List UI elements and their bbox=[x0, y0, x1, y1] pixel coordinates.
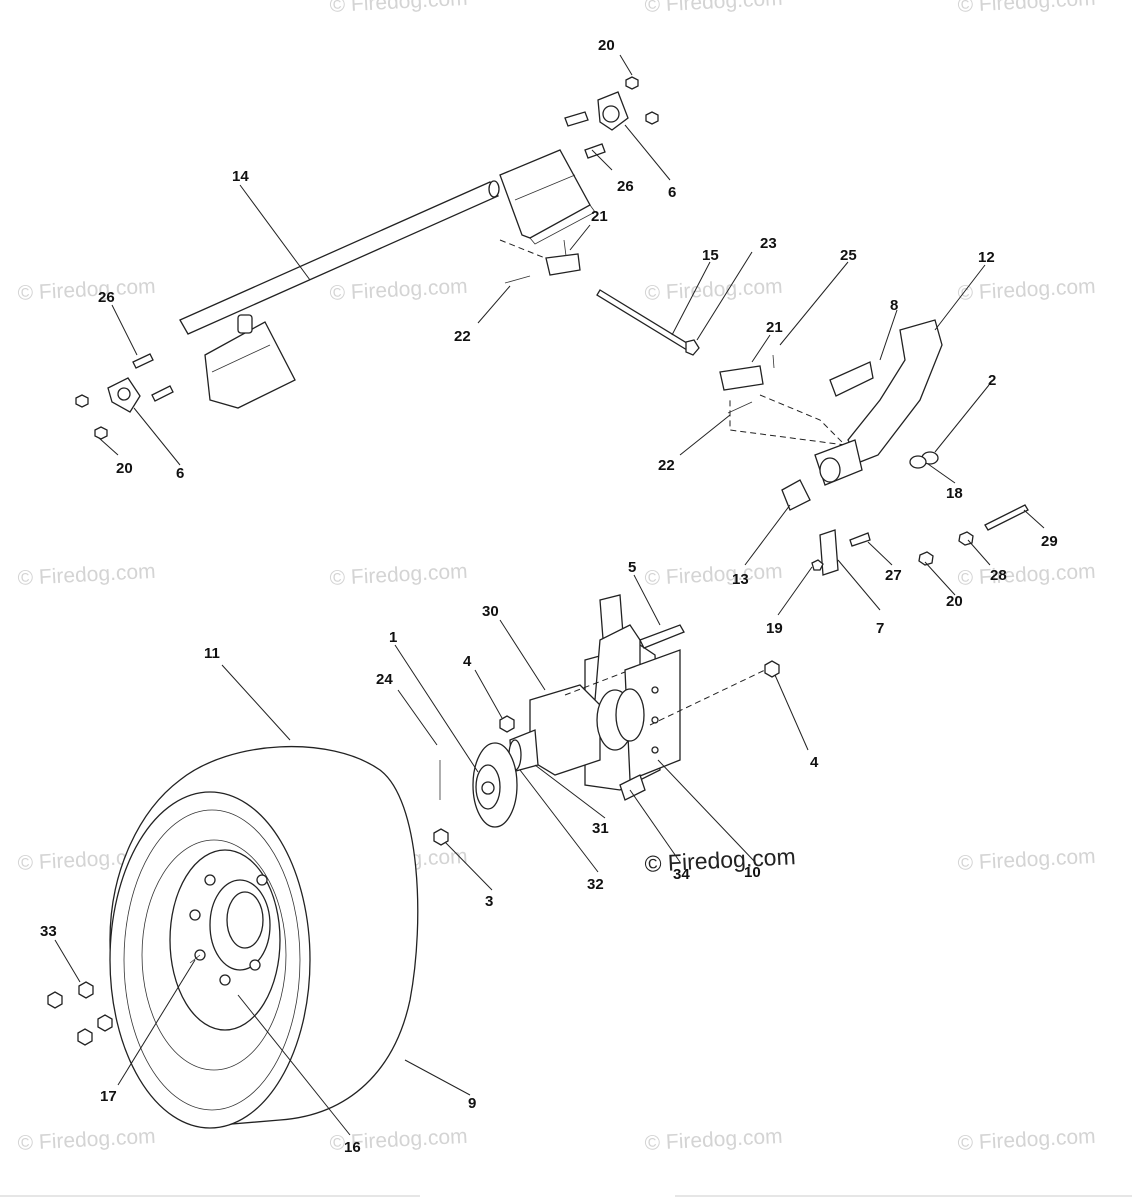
callout-22: 22 bbox=[454, 328, 471, 345]
callout-10: 10 bbox=[744, 864, 761, 881]
wheel-tire bbox=[47, 745, 419, 1129]
callout-21: 21 bbox=[766, 319, 783, 336]
watermark-tile: © Firedog.com bbox=[644, 0, 783, 17]
callout-33: 33 bbox=[40, 923, 57, 940]
watermark-tile: © Firedog.com bbox=[17, 1125, 156, 1155]
pedal-assembly bbox=[781, 319, 1029, 576]
watermark-tile: © Firedog.com bbox=[17, 560, 156, 590]
watermark-tile: © Firedog.com bbox=[644, 560, 783, 590]
callout-2: 2 bbox=[988, 372, 996, 389]
watermark-tile: © Firedog.com bbox=[957, 560, 1096, 590]
callout-4: 4 bbox=[810, 754, 819, 771]
callout-1: 1 bbox=[389, 629, 397, 646]
watermark-tile: © Firedog.com bbox=[644, 1125, 783, 1155]
callout-20: 20 bbox=[116, 460, 133, 477]
watermark-tile: © Firedog.com bbox=[957, 845, 1096, 875]
callout-6: 6 bbox=[668, 184, 676, 201]
callout-16: 16 bbox=[344, 1139, 361, 1156]
callout-20: 20 bbox=[598, 37, 615, 54]
callout-4: 4 bbox=[463, 653, 472, 670]
callout-24: 24 bbox=[376, 671, 393, 688]
callout-26: 26 bbox=[617, 178, 634, 195]
callout-31: 31 bbox=[592, 820, 609, 837]
callout-18: 18 bbox=[946, 485, 963, 502]
callout-19: 19 bbox=[766, 620, 783, 637]
callout-12: 12 bbox=[978, 249, 995, 266]
watermark-tile: © Firedog.com bbox=[957, 0, 1096, 17]
watermark-tile: © Firedog.com bbox=[329, 560, 468, 590]
leader-lines bbox=[54, 54, 1045, 1136]
callout-29: 29 bbox=[1041, 533, 1058, 550]
callout-21: 21 bbox=[591, 208, 608, 225]
callout-5: 5 bbox=[628, 559, 636, 576]
callout-14: 14 bbox=[232, 168, 249, 185]
linkage-assembly bbox=[499, 239, 847, 446]
callout-32: 32 bbox=[587, 876, 604, 893]
callout-17: 17 bbox=[100, 1088, 117, 1105]
callout-9: 9 bbox=[468, 1095, 476, 1112]
watermark-tile: © Firedog.com bbox=[17, 275, 156, 305]
callout-20: 20 bbox=[946, 593, 963, 610]
callout-22: 22 bbox=[658, 457, 675, 474]
callout-30: 30 bbox=[482, 603, 499, 620]
wheel-motor-assembly bbox=[499, 594, 780, 801]
callout-labels: 20 26 6 14 21 23 15 25 12 26 22 8 21 2 2… bbox=[40, 37, 1058, 1156]
callout-25: 25 bbox=[840, 247, 857, 264]
watermark-tile: © Firedog.com bbox=[329, 275, 468, 305]
callout-13: 13 bbox=[732, 571, 749, 588]
callout-27: 27 bbox=[885, 567, 902, 584]
watermark-main: © Firedog.com bbox=[644, 843, 796, 877]
watermark-tile: © Firedog.com bbox=[957, 275, 1096, 305]
callout-23: 23 bbox=[760, 235, 777, 252]
watermark-tile: © Firedog.com bbox=[329, 0, 468, 17]
pivot-shaft-assembly bbox=[75, 76, 659, 440]
watermark-tile: © Firedog.com bbox=[957, 1125, 1096, 1155]
watermark-tile: © Firedog.com bbox=[644, 275, 783, 305]
callout-11: 11 bbox=[204, 645, 220, 662]
callout-26: 26 bbox=[98, 289, 115, 306]
callout-3: 3 bbox=[485, 893, 493, 910]
callout-8: 8 bbox=[890, 297, 898, 314]
callout-34: 34 bbox=[673, 866, 690, 883]
callout-7: 7 bbox=[876, 620, 884, 637]
callout-28: 28 bbox=[990, 567, 1007, 584]
wheel-hub bbox=[433, 742, 518, 846]
callout-6: 6 bbox=[176, 465, 184, 482]
callout-15: 15 bbox=[702, 247, 719, 264]
